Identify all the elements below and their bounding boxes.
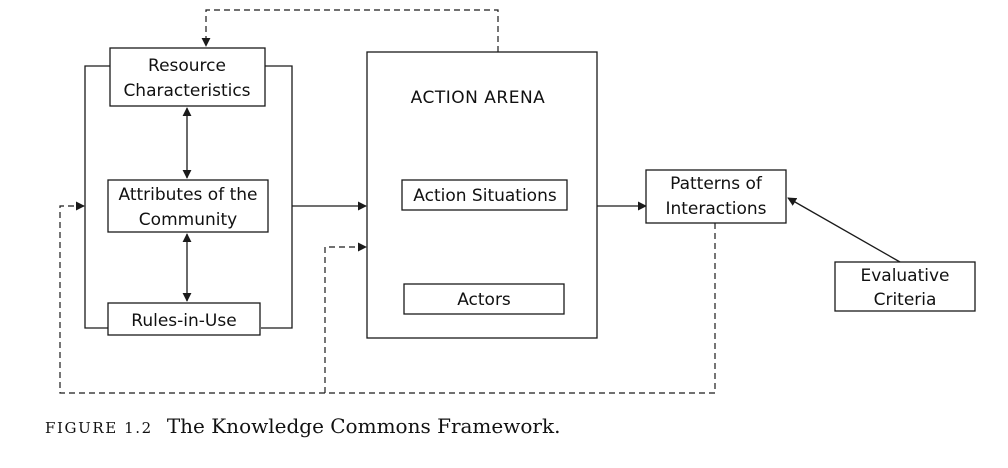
patterns-feedback-bottom-dashed-line xyxy=(59,201,716,394)
action-arena-title: ACTION ARENA xyxy=(411,88,546,108)
resource-characteristics-label-line2: Characteristics xyxy=(123,81,250,101)
attributes-of-community-node: Attributes of the Community xyxy=(107,179,269,233)
action-situations-node: Action Situations xyxy=(401,179,568,211)
figure-title: The Knowledge Commons Framework. xyxy=(166,414,561,438)
patterns-of-interactions-node: Patterns of Interactions xyxy=(645,169,787,224)
rules-in-use-node: Rules-in-Use xyxy=(107,302,261,336)
patterns-to-arena-dashed-arrow xyxy=(324,242,367,393)
evaluative-criteria-node: Evaluative Criteria xyxy=(834,261,976,312)
arena-to-resource-feedback-dashed-arrow xyxy=(201,9,499,52)
figure-label: FIGURE 1.2 xyxy=(45,419,153,437)
right-bracket xyxy=(261,65,293,329)
evaluative-criteria-label-line2: Criteria xyxy=(874,290,937,310)
actors-node: Actors xyxy=(403,283,565,315)
rules-in-use-label: Rules-in-Use xyxy=(131,311,236,331)
left-bracket xyxy=(84,65,110,329)
evaluative-criteria-label-line1: Evaluative xyxy=(860,266,949,286)
resource-characteristics-node: Resource Characteristics xyxy=(109,47,266,107)
attributes-of-community-label-line1: Attributes of the xyxy=(118,185,257,205)
figure-caption: FIGURE 1.2 The Knowledge Commons Framewor… xyxy=(45,414,560,438)
criteria-to-patterns-arrow xyxy=(787,197,901,263)
actors-label: Actors xyxy=(457,290,511,310)
patterns-of-interactions-label-line2: Interactions xyxy=(665,199,766,219)
resource-characteristics-label-line1: Resource xyxy=(148,56,226,76)
attributes-of-community-label-line2: Community xyxy=(139,210,237,230)
patterns-of-interactions-label-line1: Patterns of xyxy=(670,174,763,194)
action-situations-label: Action Situations xyxy=(413,186,557,206)
